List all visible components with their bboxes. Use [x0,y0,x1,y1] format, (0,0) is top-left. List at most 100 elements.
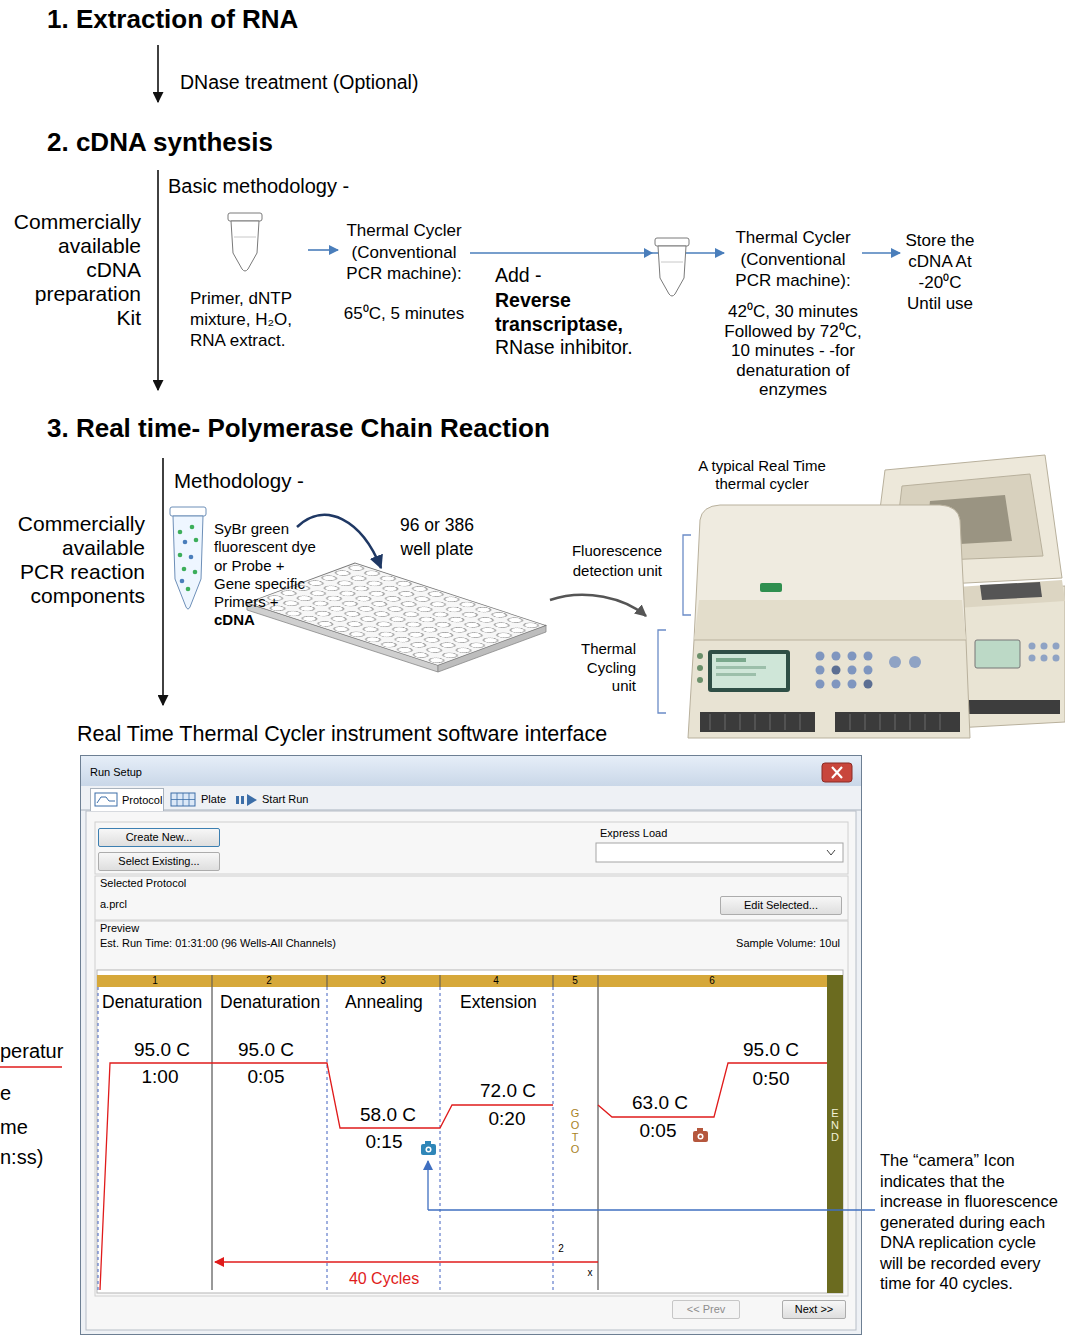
step-name: Denaturation [220,992,320,1012]
reaction-tube [182,567,187,572]
section-heading: 2. cDNA synthesis [47,128,273,158]
group-box [827,850,835,855]
node-title: Protocol [122,794,162,807]
bracket [683,535,691,615]
thermal-cycler-machine [694,600,966,640]
protocol-chart [215,1261,598,1263]
end-marker: END [830,1107,841,1143]
camera-icon [425,1141,431,1145]
process-arrow [157,45,159,102]
thermal-cycler-machine [712,654,786,688]
reaction-tube [194,538,199,543]
reagent-tube [234,237,256,238]
step-time: 0:05 [248,1066,285,1088]
thermal-cycler-machine [708,650,790,692]
field-label: Preview [100,922,139,935]
tab: Protocol [90,788,164,811]
camera-icon [698,1134,704,1140]
thermal-cycler-machine [816,652,825,661]
reagent-label: RNase inhibitor. [495,336,633,358]
cut-label: me [0,1116,28,1139]
thermal-cycler-machine [835,712,960,732]
node-title: Store the cDNA At -20⁰C Until use [904,230,976,314]
node-title: Thermal Cycler (Conventional PCR machine… [342,220,466,285]
camera-icon [421,1128,708,1155]
button: << Prev [672,1300,740,1319]
node-title: Primer, dNTP mixture, H₂O, RNA extract. [190,288,304,351]
group-box [596,843,843,862]
thermal-cycler-machine [848,680,857,689]
step-name: Annealing [345,992,423,1012]
button: Next >> [782,1300,846,1319]
step-number: 4 [493,975,499,987]
step-temperature: 72.0 C [480,1080,536,1102]
bracket [658,630,666,713]
camera-icon [697,1128,703,1132]
step-number: 3 [380,975,386,987]
step-condition: 42⁰C, 30 minutes Followed by 72⁰C, 10 mi… [718,302,868,400]
step-name: Extension [460,992,537,1012]
thermal-cycler-machine [1053,655,1060,662]
thermal-cycler-machine [1041,655,1048,662]
step-number: 5 [572,975,578,987]
thermal-cycler-machine [716,666,766,669]
tab-icon [171,793,195,806]
thermal-cycler-machine [832,666,841,675]
thermal-cycler-machine [909,656,921,668]
step-time: 1:00 [142,1066,179,1088]
part-label: Fluorescence detection unit [570,541,662,580]
button: Create New... [98,828,220,847]
section-heading: 1. Extraction of RNA [47,5,298,35]
side-label: Commercially available cDNA preparation … [9,210,141,330]
goto-marker: GOTO [570,1107,581,1155]
camera-icon [427,1148,430,1151]
well-plate [247,563,546,665]
step-temperature: 95.0 C [134,1039,190,1061]
reagent-tube [661,262,683,263]
cycle-target: 2 [558,1243,564,1255]
node-title: Edit Selected... [744,899,818,912]
protocol-chart [100,1063,827,1290]
protocol-chart [827,975,843,1293]
reagent-label: SyBr green fluorescent dye or Probe + Ge… [214,520,322,611]
node-title: Create New... [126,831,193,844]
reagent-tube [231,221,259,271]
group-box [95,822,848,874]
arrow-head [644,248,653,258]
thermal-cycler-machine [848,666,857,675]
process-arrow [157,170,159,390]
side-label: Commercially available PCR reaction comp… [15,512,145,608]
flow-arrow [862,252,900,254]
protocol-chart [98,987,553,1290]
tab-icon [95,793,117,806]
thermal-cycler-machine [697,665,703,671]
cut-label: e [0,1082,11,1105]
edge-label: Add - [495,264,542,286]
step-temperature: 63.0 C [632,1092,688,1114]
thermal-cycler-machine [716,673,756,676]
thermal-cycler-machine [1029,643,1036,650]
thermal-cycler-machine [697,677,703,683]
step-time: 0:50 [753,1068,790,1090]
thermal-cycler-machine [832,680,841,689]
camera-icon [699,1135,702,1138]
thermal-cycler-machine [1029,655,1036,662]
window-frame [822,763,852,782]
reagent-label: Reverse transcriptase, [495,288,630,336]
thermal-cycler-machine [700,712,815,732]
step-temperature: 95.0 C [238,1039,294,1061]
flow-arrow [308,249,338,251]
node-title: << Prev [687,1303,726,1316]
thermal-cycler-machine [816,680,825,689]
thermal-cycler-machine [716,658,746,662]
sub-heading: Basic methodology - [168,175,349,198]
reagent-tube [228,213,262,221]
curved-arrow [297,515,381,568]
node-title: Run Setup [90,766,861,779]
thermal-cycler-machine [816,666,825,675]
thermal-cycler-machine [710,714,940,730]
reagent-tube: Primer, dNTP mixture, H₂O, RNA extract. [190,212,308,351]
thermal-cycler-machine [832,652,841,661]
window-frame [81,756,861,786]
